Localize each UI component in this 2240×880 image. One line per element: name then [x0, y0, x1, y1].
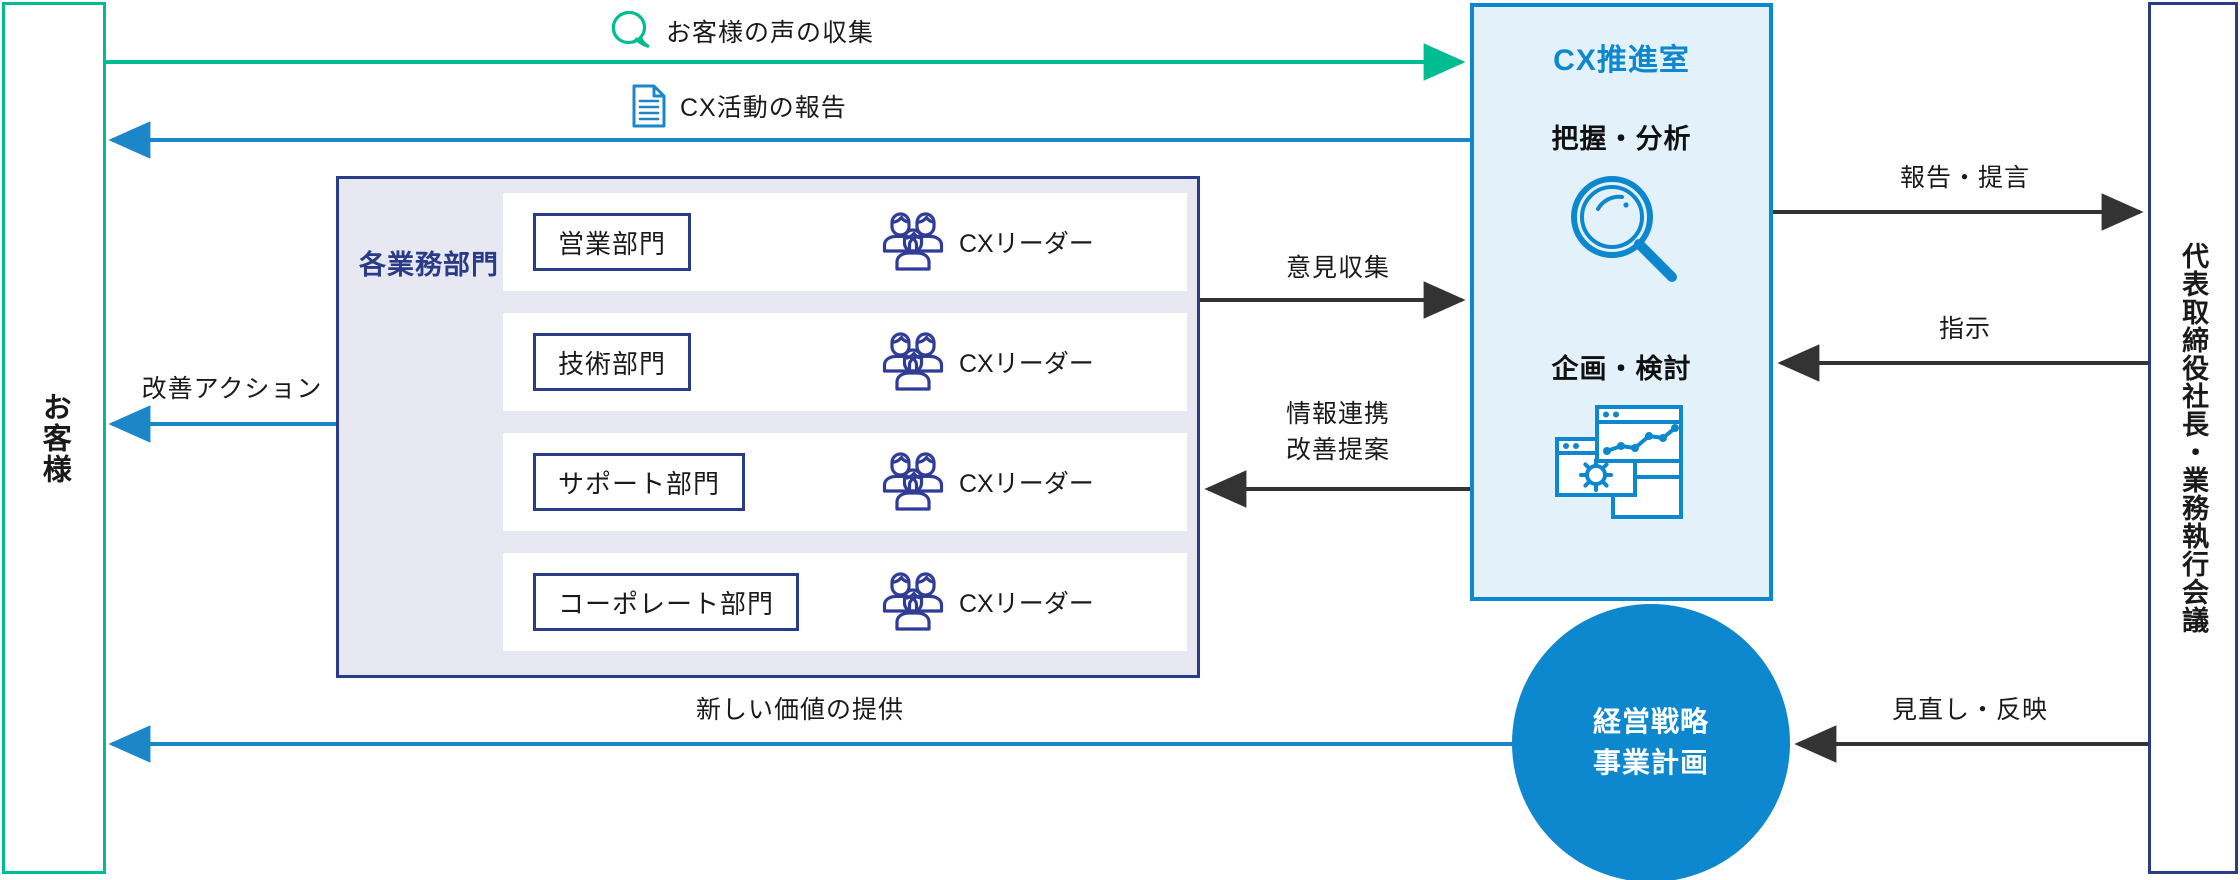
- table-row: サポート部門: [503, 433, 1187, 531]
- cx-section-planning-title: 企画・検討: [1551, 354, 1692, 384]
- cx-leader-label: CXリーダー: [959, 350, 1094, 378]
- cx-leader-group: CXリーダー: [881, 209, 1094, 276]
- flow-new-value-label: 新しい価値の提供: [695, 696, 904, 724]
- customer-label: お客様: [38, 391, 71, 485]
- cx-office-box: CX推進室 把握・分析 企画・検討: [1470, 3, 1773, 601]
- people-group-icon: [881, 329, 945, 396]
- cx-leader-group: CXリーダー: [881, 569, 1094, 636]
- cx-leader-label: CXリーダー: [959, 590, 1094, 618]
- strategy-line2: 事業計画: [1592, 747, 1709, 778]
- cx-leader-label: CXリーダー: [959, 470, 1094, 498]
- flow-improvement-action-label: 改善アクション: [141, 375, 323, 403]
- document-icon: [632, 84, 666, 133]
- table-row: 技術部門: [503, 313, 1187, 411]
- magnifier-icon: [1560, 165, 1684, 294]
- cx-leader-group: CXリーダー: [881, 449, 1094, 516]
- table-row: 営業部門: [503, 193, 1187, 291]
- board-column: 代表取締役社長・業務執行会議: [2148, 2, 2238, 874]
- strategy-text: 経営戦略 事業計画: [1593, 702, 1709, 783]
- flow-review-reflect-label: 見直し・反映: [1891, 696, 2048, 724]
- cx-section-analysis-title: 把握・分析: [1551, 124, 1692, 154]
- department-chip[interactable]: 営業部門: [533, 213, 692, 271]
- strategy-line1: 経営戦略: [1592, 706, 1709, 738]
- cx-leader-group: CXリーダー: [881, 329, 1094, 396]
- flow-voice-collection: お客様の声の収集: [608, 8, 874, 59]
- flow-info-share-line2: 改善提案: [1285, 436, 1390, 465]
- department-chip[interactable]: 技術部門: [533, 333, 692, 391]
- board-label: 代表取締役社長・業務執行会議: [2178, 242, 2209, 634]
- flow-opinion-collection-label: 意見収集: [1285, 254, 1390, 282]
- flow-info-share-line1: 情報連携: [1285, 400, 1390, 428]
- cx-office-title: CX推進室: [1553, 44, 1690, 77]
- flow-voice-collection-label: お客様の声の収集: [666, 18, 875, 47]
- flow-report-proposal-label: 報告・提言: [1899, 164, 2030, 192]
- cx-leader-label: CXリーダー: [959, 230, 1094, 258]
- departments-heading: 各業務部門: [359, 250, 499, 280]
- customer-column: お客様: [2, 2, 106, 874]
- flow-instruction-label: 指示: [1938, 315, 1991, 343]
- departments-panel: 各業務部門 営業部門: [336, 176, 1200, 678]
- dashboard-windows-icon: [1551, 405, 1693, 532]
- strategy-circle: 経営戦略 事業計画: [1512, 604, 1790, 880]
- flow-cx-report-label: CX活動の報告: [680, 93, 847, 122]
- people-group-icon: [881, 569, 945, 636]
- table-row: コーポレート部門: [503, 553, 1187, 651]
- department-chip[interactable]: コーポレート部門: [533, 573, 800, 631]
- people-group-icon: [881, 209, 945, 276]
- department-chip[interactable]: サポート部門: [533, 453, 746, 511]
- flow-cx-report: CX活動の報告: [632, 84, 847, 133]
- flow-info-share: 情報連携 改善提案: [1218, 396, 1458, 469]
- people-group-icon: [881, 449, 945, 516]
- speech-bubble-icon: [608, 8, 654, 59]
